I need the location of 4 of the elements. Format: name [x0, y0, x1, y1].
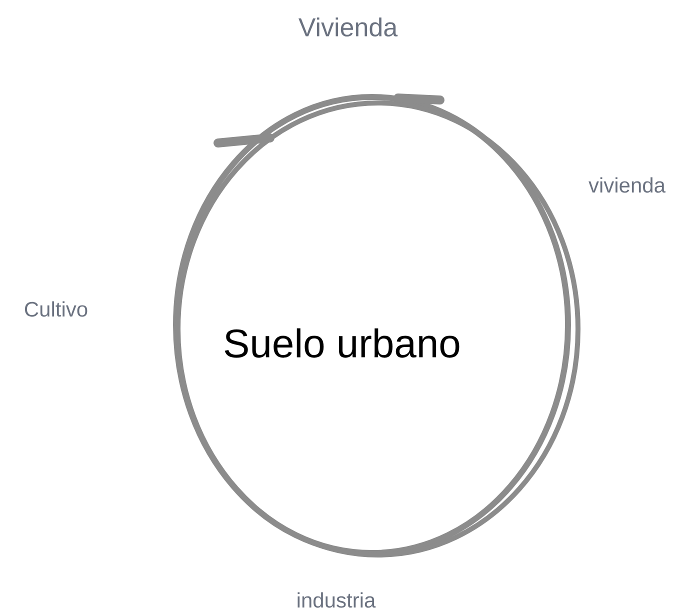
label: Cultivo: [24, 301, 88, 317]
label: industria: [298, 592, 376, 608]
circle-node: Suelo urbano: [173, 94, 580, 558]
label: Vivienda: [298, 17, 398, 37]
